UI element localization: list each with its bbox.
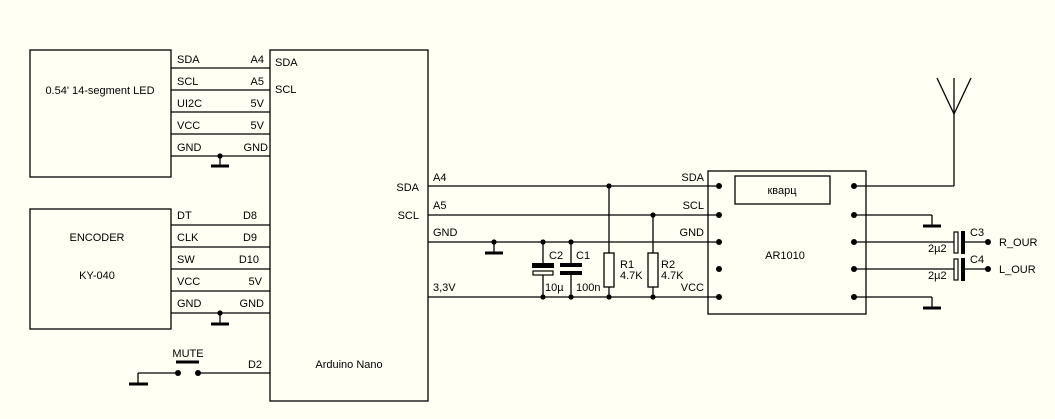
nano-pin-d2: D2	[248, 359, 262, 371]
crystal-label: кварц	[767, 185, 797, 197]
led-module-box	[29, 49, 172, 178]
enc-pin-gnd: GND	[177, 298, 202, 310]
led-module: 0.54' 14-segment LED SDA A4 SCL A5 UI2C …	[29, 49, 270, 178]
ar-pin-sda: SDA	[681, 172, 704, 184]
c3-value: 2µ2	[928, 243, 947, 255]
led-pin-a4: A4	[251, 54, 264, 66]
nano-left-sda: SDA	[275, 57, 298, 69]
ar1010-label: AR1010	[765, 250, 805, 262]
led-pin-5v-a: 5V	[251, 98, 265, 110]
output-section: C3 2µ2 R_OUR C4 2µ2 L_OUR	[854, 77, 1038, 310]
enc-pin-d8: D8	[243, 210, 257, 222]
nano-label: Arduino Nano	[315, 359, 382, 371]
net-a4: A4	[433, 172, 446, 184]
encoder-box	[29, 208, 172, 330]
r1-name: R1	[620, 259, 634, 271]
c4-value: 2µ2	[928, 270, 947, 282]
led-pin-gnd-nano: GND	[244, 142, 269, 154]
enc-pin-vcc: VCC	[177, 276, 200, 288]
bus: A4 A5 GND 3,3V C2 10µ C1 100n R1 4.7K	[428, 172, 719, 300]
encoder-label: ENCODER	[69, 232, 124, 244]
led-pin-gnd: GND	[177, 142, 202, 154]
net-gnd: GND	[433, 227, 458, 239]
output-right: R_OUR	[999, 237, 1038, 249]
enc-pin-dt: DT	[177, 210, 192, 222]
r2-name: R2	[661, 259, 675, 271]
nano-left-scl: SCL	[275, 84, 296, 96]
enc-pin-clk: CLK	[177, 232, 199, 244]
c1-name: C1	[576, 250, 590, 262]
nano-box	[269, 49, 429, 402]
capacitor-c3-icon	[953, 231, 959, 254]
r1-value: 4.7K	[620, 270, 643, 282]
c2-value: 10µ	[545, 282, 564, 294]
c3-name: C3	[970, 227, 984, 239]
c2-name: C2	[549, 250, 563, 262]
mute-switch: MUTE	[129, 348, 270, 386]
enc-pin-sw: SW	[177, 254, 195, 266]
r2-value: 4.7K	[661, 270, 684, 282]
capacitor-c4-icon	[953, 258, 959, 281]
ar1010-module: кварц AR1010 SDA SCL GND VCC	[680, 170, 867, 315]
net-3v3: 3,3V	[433, 282, 456, 294]
output-left: L_OUR	[999, 264, 1036, 276]
led-pin-scl: SCL	[177, 76, 198, 88]
enc-pin-d9: D9	[243, 232, 257, 244]
resistor-r2-icon	[647, 252, 659, 288]
encoder-module: ENCODER KY-040 DT D8 CLK D9 SW D10 VCC 5…	[29, 208, 270, 330]
led-pin-a5: A5	[251, 76, 264, 88]
mute-label: MUTE	[172, 348, 203, 360]
ar-pin-vcc: VCC	[681, 282, 704, 294]
led-pin-5v-b: 5V	[251, 120, 265, 132]
antenna-icon	[936, 77, 972, 115]
net-a5: A5	[433, 200, 446, 212]
ar-pin-gnd: GND	[680, 227, 705, 239]
c4-name: C4	[970, 254, 984, 266]
led-pin-vcc: VCC	[177, 120, 200, 132]
enc-pin-5v: 5V	[249, 276, 263, 288]
led-pin-sda: SDA	[177, 54, 200, 66]
arduino-nano: SDA SCL SDA SCL Arduino Nano D2	[248, 49, 429, 402]
led-module-label: 0.54' 14-segment LED	[45, 85, 154, 97]
encoder-model: KY-040	[79, 270, 115, 282]
capacitor-c1-icon	[560, 263, 582, 267]
c1-value: 100n	[576, 282, 600, 294]
nano-right-scl: SCL	[398, 210, 419, 222]
resistor-r1-icon	[603, 252, 615, 288]
ar-pin-scl: SCL	[683, 200, 704, 212]
crystal-box	[734, 175, 831, 205]
nano-right-sda: SDA	[396, 182, 419, 194]
led-pin-ui2c: UI2C	[177, 98, 202, 110]
enc-pin-gnd-nano: GND	[240, 298, 265, 310]
capacitor-c2-icon	[532, 263, 554, 268]
enc-pin-d10: D10	[239, 254, 259, 266]
